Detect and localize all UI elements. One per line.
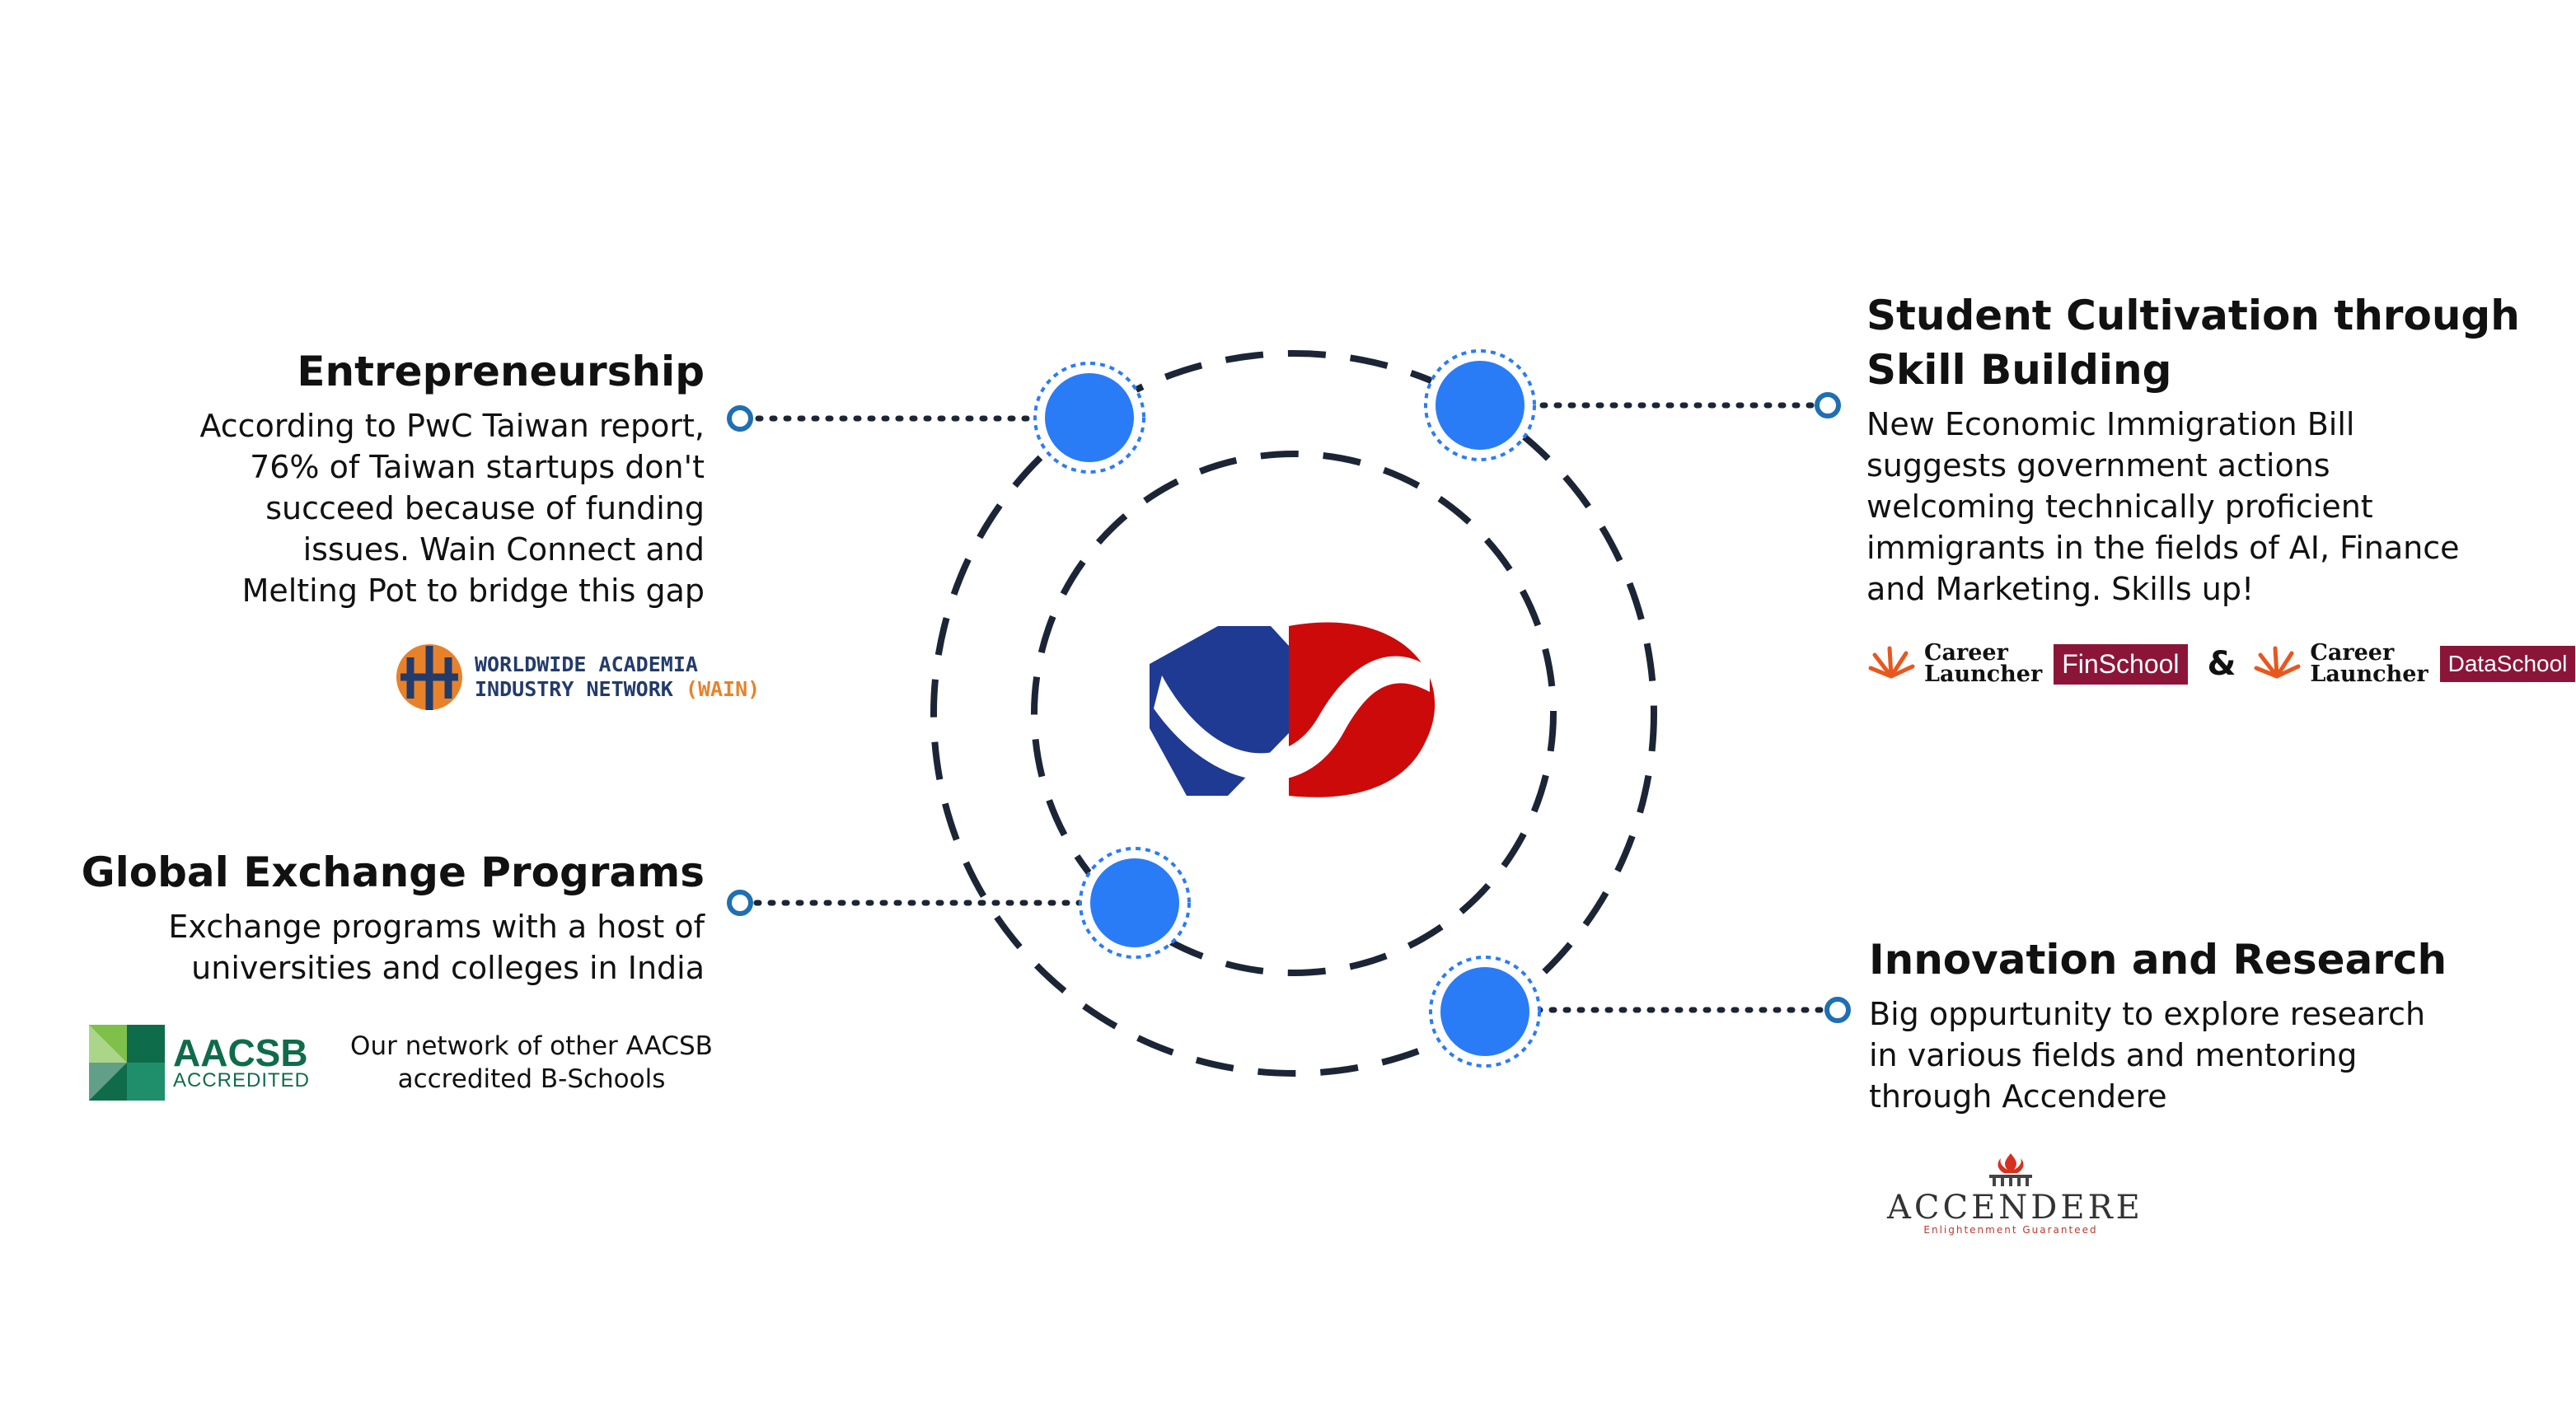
innovation-desc: Big oppurtunity to explore research in v… (1869, 996, 2426, 1115)
student-cultivation-title: Student Cultivation through Skill Buildi… (1866, 292, 2520, 394)
entrepreneurship-title: Entrepreneurship (297, 348, 705, 395)
ampersand: & (2207, 645, 2236, 683)
node-global-exchange (1079, 847, 1191, 959)
global-exchange-desc: Exchange programs with a host of univers… (168, 909, 705, 986)
career-launcher-sunburst-icon (1868, 646, 1915, 679)
section-student-cultivation: Student Cultivation through Skill Buildi… (1866, 288, 2559, 610)
accendere-logo: ACCENDERE Enlightenment Guaranteed (1887, 1152, 2140, 1236)
innovation-title: Innovation and Research (1869, 936, 2447, 984)
dataschool-tag: DataSchool (2439, 646, 2576, 682)
center-brand-logo (1150, 622, 1436, 797)
node-entrepreneurship (1033, 362, 1145, 474)
student-cultivation-desc: New Economic Immigration Bill suggests g… (1866, 406, 2460, 607)
wain-logo: WORLDWIDE ACADEMIA INDUSTRY NETWORK (WAI… (392, 639, 760, 715)
section-innovation: Innovation and Research Big oppurtunity … (1869, 933, 2553, 1117)
outer-orbit-ring (930, 350, 1657, 1077)
wain-emblem-icon (396, 644, 462, 710)
endpoint-innovation (1824, 997, 1851, 1023)
node-student-cultivation (1424, 349, 1536, 461)
career-launcher-dataschool-logo: Career Launcher DataSchool (2252, 642, 2576, 685)
career-launcher-sunburst-icon (2254, 646, 2301, 679)
inner-orbit-ring (1031, 451, 1557, 976)
career-launcher-finschool-logo: Career Launcher FinSchool (1866, 642, 2188, 685)
aacsb-emblem-icon (89, 1025, 165, 1101)
entrepreneurship-desc: According to PwC Taiwan report, 76% of T… (199, 408, 705, 609)
aacsb-logo: AACSB ACCREDITED (89, 1025, 310, 1101)
accendere-flame-building-icon (1989, 1153, 2032, 1186)
endpoint-global-exchange (727, 890, 753, 916)
global-exchange-title: Global Exchange Programs (81, 848, 705, 896)
section-global-exchange: Global Exchange Programs Exchange progra… (33, 845, 705, 989)
node-innovation (1429, 956, 1541, 1068)
finschool-tag: FinSchool (2054, 643, 2188, 685)
aacsb-network-note: Our network of other AACSB accredited B-… (350, 1031, 713, 1094)
section-entrepreneurship: Entrepreneurship According to PwC Taiwan… (99, 344, 705, 611)
endpoint-entrepreneurship (727, 405, 753, 432)
endpoint-student-cultivation (1815, 392, 1841, 418)
career-launcher-logos: Career Launcher FinSchool & Career Launc… (1866, 642, 2576, 685)
